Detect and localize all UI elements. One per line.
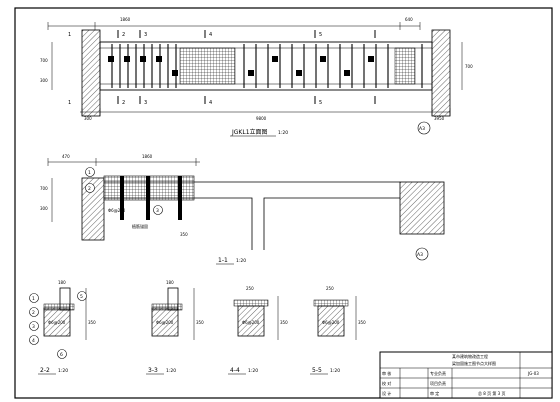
main-beam-scale: 1:20 — [278, 130, 288, 136]
main-dim-bot-1: 9800 — [256, 116, 267, 121]
ss3-title: 5-5 — [312, 367, 322, 374]
beam-outline — [99, 41, 433, 91]
main-beam-elevation: 1860 640 — [40, 17, 473, 137]
s11-side-dim-2: 350 — [180, 232, 188, 237]
ss3-scale: 1:20 — [330, 368, 340, 374]
main-dim-bot-2: 3950 — [434, 116, 445, 121]
sec-mark-bot-4: 5 — [319, 100, 322, 106]
tb-row0-left: 审 核 — [382, 370, 391, 376]
s11-rebar-label: Φ6@200 — [108, 208, 126, 213]
small-callout-3: 4 — [32, 338, 35, 344]
main-dim-bot-0: 300 — [84, 116, 92, 121]
tb-row0-mid: 专业负责 — [430, 370, 446, 376]
small-callout-4: 5 — [80, 294, 83, 300]
ss1-dim-side: 350 — [196, 320, 204, 325]
title-block: 某市建筑物改造工程 梁加固施工图节点大样图 审 核 专业负责 校 对 项目负责 … — [379, 351, 553, 399]
s11-side-dim-0: 700 — [40, 186, 48, 191]
tb-project-line2: 梁加固施工图节点大样图 — [452, 360, 496, 366]
ss0-dim-top: 180 — [58, 280, 66, 285]
s11-right-column — [399, 181, 445, 235]
tb-sheet-label: JG-03 — [527, 371, 539, 376]
s11-scale: 1:20 — [236, 258, 246, 264]
sec-mark-bot-3: 4 — [209, 100, 212, 106]
tb-project-line1: 某市建筑物改造工程 — [452, 353, 488, 359]
ss3-dim-top: 250 — [326, 286, 334, 291]
s11-callout-2: 3 — [156, 208, 159, 214]
tb-row1-left: 校 对 — [382, 380, 391, 386]
s11-axis-label: A3 — [417, 252, 423, 258]
ss1-rebar: Φ6@200 — [156, 320, 174, 325]
main-side-dim-right: 700 — [465, 64, 473, 69]
small-section-1: 180 Φ6@200 350 3-3 1:20 — [146, 280, 204, 375]
left-column — [81, 29, 101, 117]
s11-left-column — [81, 177, 105, 241]
s11-title: 1-1 — [218, 257, 228, 264]
main-beam-title: JGKL1立面图 — [231, 128, 268, 136]
sheet-border — [14, 7, 553, 399]
tb-footer: 总 8 页 第 3 页 — [478, 390, 505, 396]
sec-mark-top-1: 2 — [122, 32, 125, 38]
small-callout-2: 3 — [32, 324, 35, 330]
ss3-dim-side: 350 — [358, 320, 366, 325]
ss0-dim-side: 350 — [88, 320, 96, 325]
main-dim-top-1: 640 — [405, 17, 413, 22]
small-section-0: 180 Φ6@200 350 2-2 1:20 — [38, 280, 96, 375]
s11-dim-top-1: 1860 — [142, 154, 153, 159]
mesh-region-mid — [179, 47, 236, 85]
small-section-2: 250 Φ6@200 350 4-4 1:20 — [228, 286, 288, 375]
tb-row2-mid: 审 定 — [430, 390, 439, 396]
ss2-scale: 1:20 — [248, 368, 258, 374]
sec-mark-top-0: 1 — [68, 32, 71, 38]
right-column — [431, 29, 451, 117]
s11-note-label: 植筋锚固 — [132, 223, 148, 229]
ss0-title: 2-2 — [40, 367, 50, 374]
ss2-dim-side: 350 — [280, 320, 288, 325]
main-side-dim-0: 700 — [40, 58, 48, 63]
small-callout-5: 6 — [60, 352, 63, 358]
ss1-dim-top: 180 — [166, 280, 174, 285]
s11-callout-0: 1 — [88, 170, 91, 176]
s11-dim-top-0: 470 — [62, 154, 70, 159]
small-callouts: 1 2 3 4 5 6 — [29, 291, 87, 359]
small-section-3: 250 Φ6@200 350 5-5 1:20 — [310, 286, 366, 375]
ss2-title: 4-4 — [230, 367, 240, 374]
ss0-scale: 1:20 — [58, 368, 68, 374]
mesh-region-right — [394, 47, 416, 85]
sec-mark-bot-2: 3 — [144, 100, 147, 106]
main-axis-bubble — [417, 121, 431, 135]
main-side-dim-1: 300 — [40, 78, 48, 83]
ss2-dim-top: 250 — [246, 286, 254, 291]
tb-row2-left: 设 计 — [382, 390, 391, 396]
s11-side-dim-1: 300 — [40, 206, 48, 211]
ss0-rebar: Φ6@200 — [48, 320, 66, 325]
ss3-rebar: Φ6@200 — [322, 320, 340, 325]
s11-callout-1: 2 — [88, 186, 91, 192]
main-axis-label: A3 — [419, 126, 425, 132]
sec-mark-top-4: 5 — [319, 32, 322, 38]
sec-mark-bot-0: 1 — [68, 100, 71, 106]
sec-mark-top-3: 4 — [209, 32, 212, 38]
small-callout-0: 1 — [32, 296, 35, 302]
sec-mark-top-2: 3 — [144, 32, 147, 38]
ss1-scale: 1:20 — [166, 368, 176, 374]
small-callout-1: 2 — [32, 310, 35, 316]
sec-mark-bot-1: 2 — [122, 100, 125, 106]
ss1-title: 3-3 — [148, 367, 158, 374]
ss2-rebar: Φ6@200 — [242, 320, 260, 325]
tb-row1-mid: 项目负责 — [430, 380, 446, 386]
main-dim-top-0: 1860 — [120, 17, 131, 22]
section-1-1: 470 1860 1 2 3 Φ6@200 植筋锚固 700 300 350 A… — [40, 154, 445, 265]
